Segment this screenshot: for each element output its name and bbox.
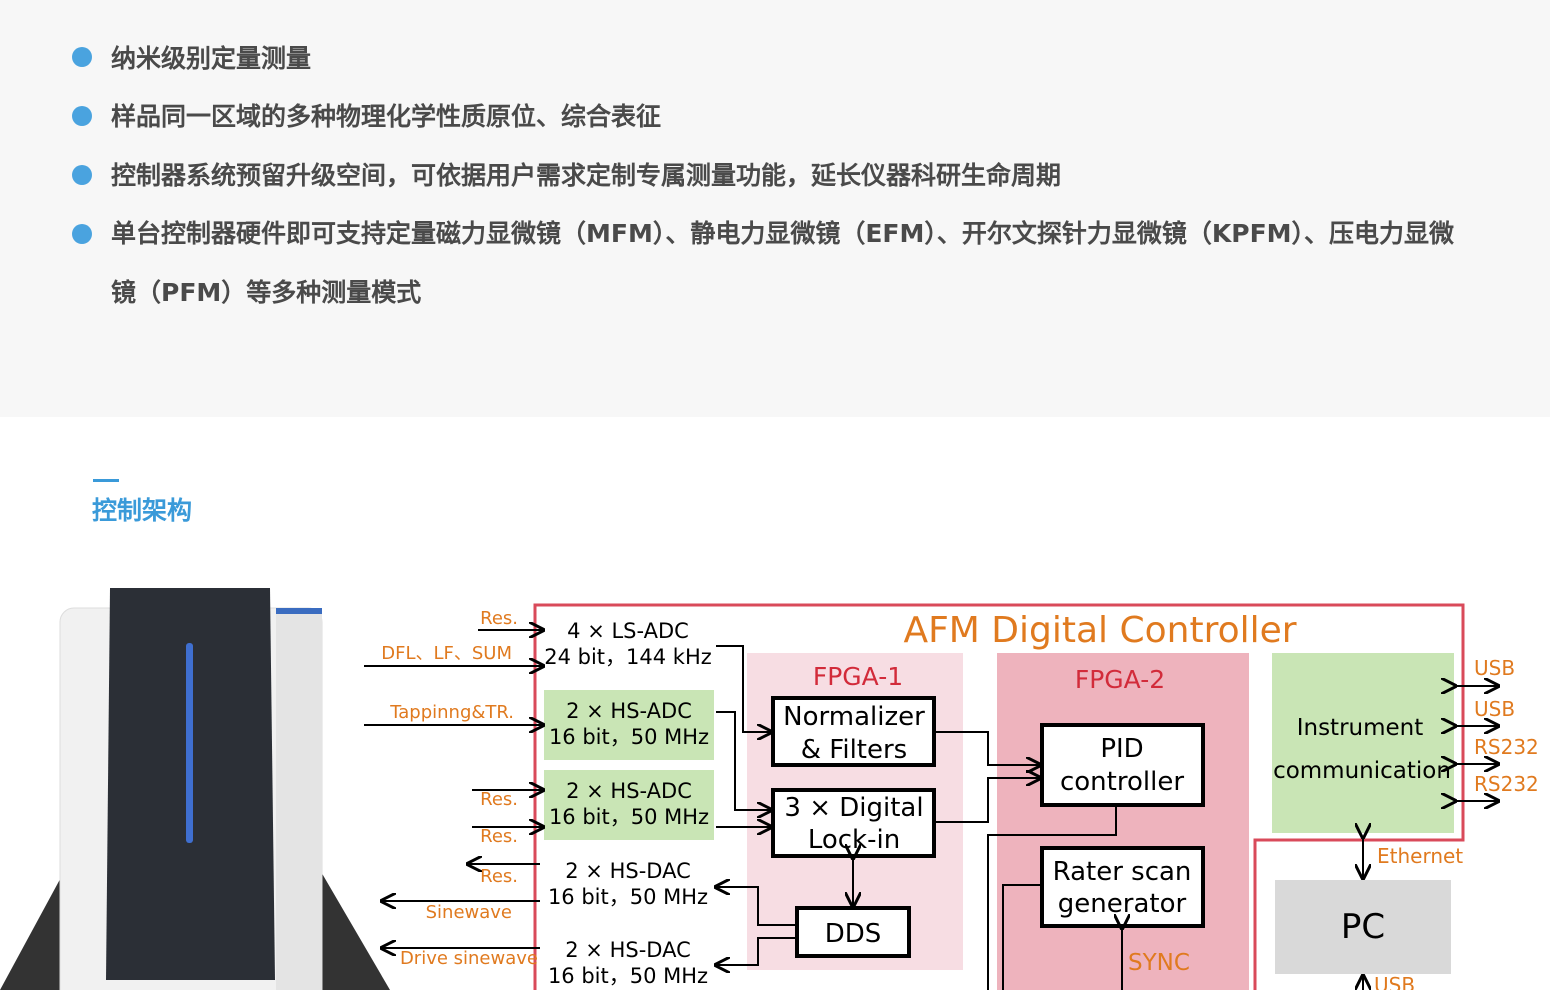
output-label: Drive sinewave (400, 948, 538, 969)
port-label: RS232 (1474, 772, 1539, 796)
bullet-icon (72, 165, 92, 185)
hs-adc1-block (544, 690, 714, 760)
instrument-line1: Instrument (1297, 715, 1424, 741)
port-label: USB (1474, 656, 1515, 680)
port-label: RS232 (1474, 735, 1539, 759)
instrument-line2: communication (1273, 758, 1451, 784)
pc-label: PC (1341, 907, 1385, 947)
feature-panel: 纳米级别定量测量 样品同一区域的多种物理化学性质原位、综合表征 控制器系统预留升… (0, 0, 1550, 417)
input-label: Res. (480, 826, 518, 847)
pid-block (1040, 723, 1205, 807)
output-label: Sinewave (426, 902, 512, 923)
instrument-photo (0, 588, 390, 990)
feature-item: 控制器系统预留升级空间，可依据用户需求定制专属测量功能，延长仪器科研生命周期 (111, 161, 1062, 190)
hs-dac2-line1: 2 × HS-DAC (565, 938, 690, 962)
ls-adc-line2: 24 bit，144 kHz (544, 645, 712, 669)
controller-diagram: AFM Digital Controller FPGA-1 FPGA-2 4 ×… (364, 603, 1539, 990)
hs-dac1-line2: 16 bit，50 MHz (548, 885, 708, 909)
feature-item: 样品同一区域的多种物理化学性质原位、综合表征 (111, 102, 662, 131)
lockin-line2: Lock-in (808, 825, 900, 855)
raster-line1: Rater scan (1053, 857, 1192, 887)
pid-line1: PID (1100, 734, 1143, 764)
hs-adc2-block (544, 770, 714, 840)
input-label: Res. (480, 608, 518, 629)
normalizer-block (771, 696, 936, 767)
pc-block (1275, 880, 1451, 974)
hs-adc1-line2: 16 bit，50 MHz (549, 725, 709, 749)
fpga1-label: FPGA-1 (813, 662, 903, 691)
output-label: Res. (480, 866, 518, 887)
pid-line2: controller (1060, 767, 1184, 797)
hs-dac2-line2: 16 bit，50 MHz (548, 964, 708, 988)
bullet-icon (72, 47, 92, 67)
input-label: Res. (480, 789, 518, 810)
fpga2-label: FPGA-2 (1075, 665, 1165, 694)
feature-item: 单台控制器硬件即可支持定量磁力显微镜（MFM）、静电力显微镜（EFM）、开尔文探… (111, 219, 1455, 248)
feature-item-continued: 镜（PFM）等多种测量模式 (111, 278, 422, 307)
hs-dac1-line1: 2 × HS-DAC (565, 859, 690, 883)
raster-line2: generator (1058, 889, 1187, 919)
sync-label: SYNC (1128, 950, 1190, 976)
raster-block (1040, 846, 1205, 928)
section-accent-bar (93, 479, 119, 482)
usb-bottom-label: USB (1374, 973, 1415, 990)
hs-adc2-line2: 16 bit，50 MHz (549, 805, 709, 829)
section-title: 控制架构 (92, 496, 193, 525)
ethernet-label: Ethernet (1377, 844, 1463, 868)
feature-item: 纳米级别定量测量 (111, 44, 312, 73)
diagram-title: AFM Digital Controller (903, 610, 1296, 651)
instrument-block (1272, 653, 1454, 833)
input-label: DFL、LF、SUM (381, 643, 512, 664)
hs-adc1-line1: 2 × HS-ADC (566, 699, 692, 723)
lockin-line1: 3 × Digital (784, 793, 923, 823)
normalizer-line1: Normalizer (783, 702, 925, 732)
bullet-icon (72, 224, 92, 244)
port-label: USB (1474, 697, 1515, 721)
hs-adc2-line1: 2 × HS-ADC (566, 779, 692, 803)
normalizer-line2: & Filters (801, 735, 907, 765)
dds-label: DDS (825, 919, 882, 949)
dds-block (795, 906, 911, 958)
ls-adc-line1: 4 × LS-ADC (567, 619, 689, 643)
bullet-icon (72, 106, 92, 126)
input-label: Tappinng&TR. (389, 702, 514, 723)
